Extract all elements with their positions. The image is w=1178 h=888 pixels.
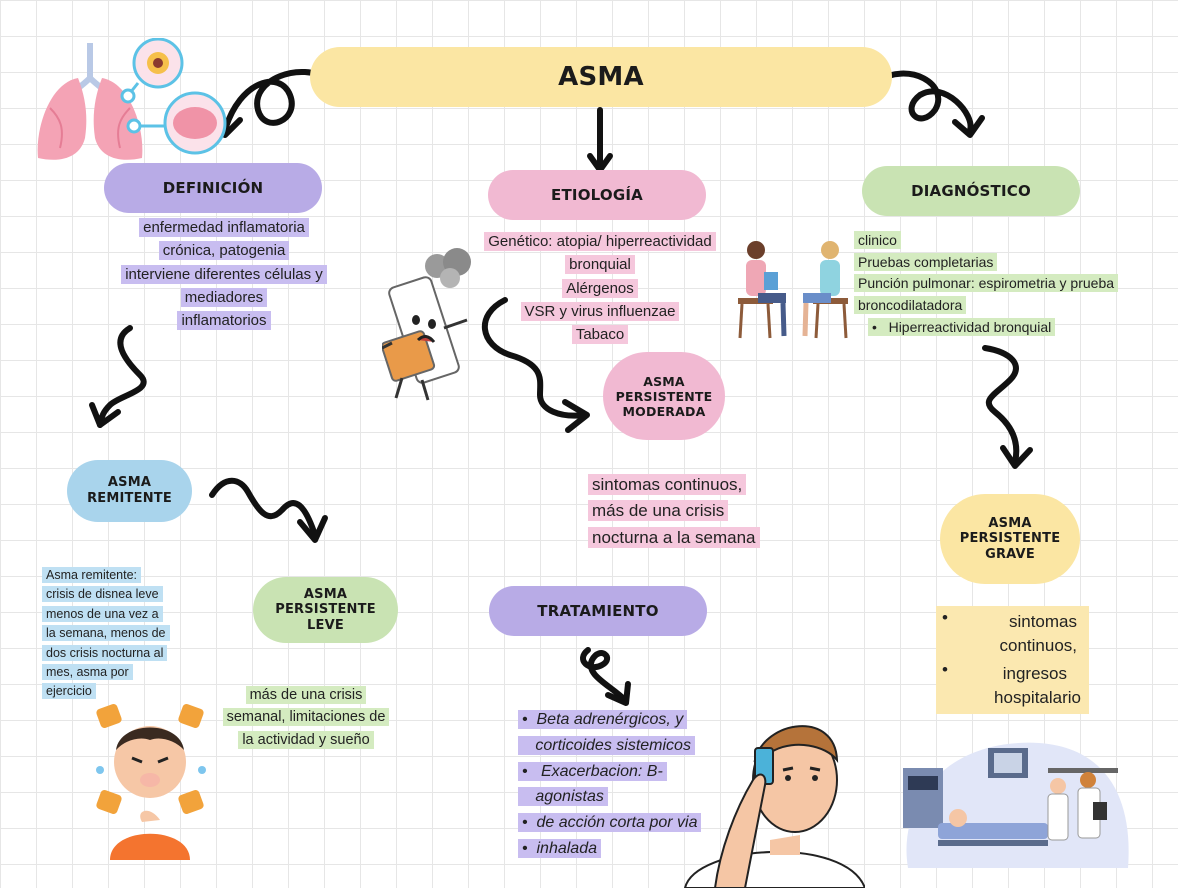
asma-remitente-text: Asma remitente: crisis de disnea leve me… (42, 566, 232, 702)
tratamiento-line: • Exacerbacion: B- (518, 761, 667, 781)
etiologia-line: Tabaco (571, 325, 629, 344)
cigarette-illustration (382, 248, 471, 401)
tratamiento-line: • inhalada (518, 838, 601, 858)
lungs-illustration (37, 38, 227, 160)
diagnostico-title: DIAGNÓSTICO (862, 166, 1080, 216)
remitente-line: menos de una vez a (42, 605, 163, 622)
remitente-line: dos crisis nocturna al (42, 644, 168, 661)
arrow-to-definicion (222, 68, 333, 133)
grave-bullet-1: • sintomas continuos, (942, 608, 1077, 655)
page-title: ASMA (310, 47, 892, 107)
definicion-line: enfermedad inflamatoria (139, 218, 309, 237)
diagnostico-line: clinico (854, 231, 901, 249)
consultation-illustration (738, 241, 848, 339)
asma-moderada-text: sintomas continuos, más de una crisis no… (588, 472, 788, 551)
leve-line: la actividad y sueño (238, 730, 374, 749)
arrow-to-asma-grave (982, 345, 1020, 465)
tratamiento-list: • Beta adrenérgicos, y corticoides siste… (518, 707, 738, 862)
tratamiento-line: • de acción corta por via (518, 813, 702, 833)
arrow-to-asma-leve (209, 477, 318, 538)
diagnostico-bullet: • Hiperreactividad bronquial (868, 317, 1056, 336)
diagnostico-line: Punción pulmonar: espirometria y prueba (854, 274, 1119, 293)
etiologia-line: bronquial (565, 255, 635, 275)
definicion-text: enfermedad inflamatoria crónica, patogen… (104, 216, 344, 332)
remitente-line: crisis de disnea leve (42, 586, 163, 603)
asma-grave-title: ASMA PERSISTENTE GRAVE (940, 494, 1080, 584)
etiologia-title: ETIOLOGÍA (488, 170, 706, 220)
remitente-line: Asma remitente: (42, 567, 142, 583)
sick-child-illustration (96, 703, 206, 860)
definicion-line: crónica, patogenia (158, 241, 290, 261)
diagnostico-line: Pruebas completarias (854, 252, 998, 271)
diagnostico-line: broncodilatadora (854, 296, 967, 315)
definicion-line: inflamatorios (177, 311, 271, 330)
definicion-title: DEFINICIÓN (104, 163, 322, 213)
tratamiento-line: agonistas (518, 787, 608, 807)
leve-line: semanal, limitaciones de (222, 708, 390, 727)
arrow-to-asma-moderada (482, 297, 588, 419)
asma-grave-list: • sintomas continuos, • ingresos hospita… (936, 606, 1089, 714)
etiologia-text: Genético: atopia/ hiperreactividad bronq… (460, 230, 740, 346)
etiologia-line: VSR y virus influenzae (520, 301, 680, 321)
leve-line: más de una crisis (245, 686, 367, 704)
diagnostico-text: clinico Pruebas completarias Punción pul… (854, 230, 1164, 338)
remitente-line: mes, asma por (42, 663, 133, 680)
tratamiento-title: TRATAMIENTO (489, 586, 707, 636)
moderada-line: sintomas continuos, (588, 474, 747, 495)
hospital-illustration (903, 742, 1129, 868)
tratamiento-line: • Beta adrenérgicos, y (518, 710, 688, 729)
arrow-to-asma-remitente (97, 325, 147, 428)
definicion-line: interviene diferentes células y (121, 264, 327, 284)
definicion-line: mediadores (180, 287, 268, 307)
asma-moderada-title: ASMA PERSISTENTE MODERADA (603, 352, 725, 440)
asma-remitente-title: ASMA REMITENTE (67, 460, 192, 522)
arrow-to-diagnostico (872, 70, 974, 133)
remitente-line: la semana, menos de (42, 625, 170, 642)
asma-leve-text: más de una crisis semanal, limitaciones … (210, 684, 402, 751)
etiologia-line: Alérgenos (562, 278, 638, 298)
grave-bullet-2: • ingresos hospitalario (942, 660, 1081, 707)
inhaler-man-illustration (683, 725, 865, 888)
etiologia-line: Genético: atopia/ hiperreactividad (484, 232, 716, 251)
arrow-to-tratamiento-list (580, 647, 628, 703)
asma-leve-title: ASMA PERSISTENTE LEVE (253, 577, 398, 643)
moderada-line: más de una crisis (588, 500, 729, 522)
moderada-line: nocturna a la semana (588, 526, 760, 548)
tratamiento-line: corticoides sistemicos (518, 735, 695, 755)
remitente-line: ejercicio (42, 683, 96, 700)
